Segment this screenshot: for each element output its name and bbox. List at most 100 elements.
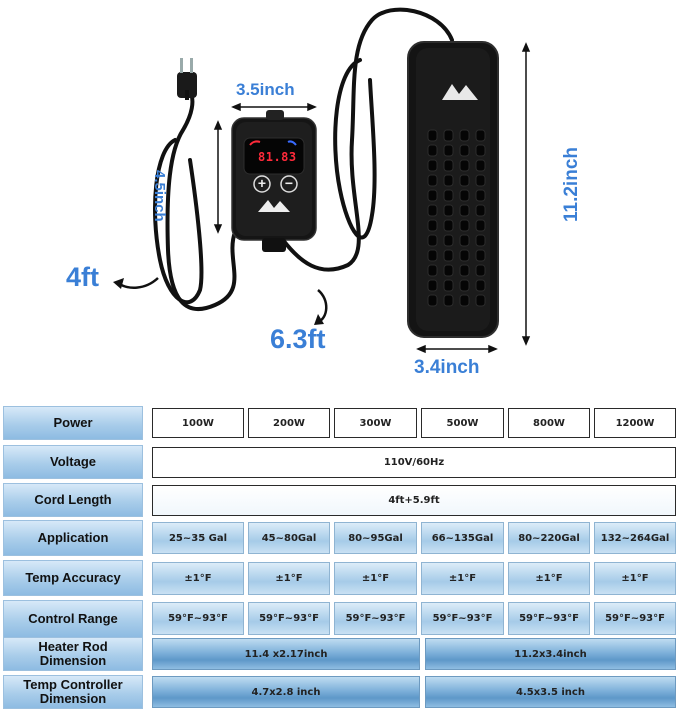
heater-slot <box>459 234 470 247</box>
controller-minus-button: − <box>284 175 294 191</box>
heater-slot <box>459 204 470 217</box>
heater-slot <box>427 234 438 247</box>
heater-slot <box>459 279 470 292</box>
power-cord-loop <box>153 138 204 305</box>
heater-width-label: 3.4inch <box>414 357 480 378</box>
application-cell: 80~220Gal <box>508 522 590 554</box>
control-range-cell: 59°F~93°F <box>152 602 244 635</box>
power-cell: 200W <box>248 408 330 438</box>
temp-accuracy-cell: ±1°F <box>594 562 676 595</box>
heater-slot <box>475 129 486 142</box>
controller-logo <box>258 200 290 212</box>
application-cell: 80~95Gal <box>334 522 417 554</box>
row-voltage: Voltage 110V/60Hz <box>0 445 679 479</box>
power-cell: 1200W <box>594 408 676 438</box>
heater-slot <box>475 264 486 277</box>
application-cell: 45~80Gal <box>248 522 330 554</box>
heater-logo <box>442 84 478 100</box>
spec-table: Power 100W 200W 300W 500W 800W 1200W Vol… <box>0 404 679 711</box>
row-temp-accuracy: Temp Accuracy ±1°F ±1°F ±1°F ±1°F ±1°F ±… <box>0 560 679 596</box>
heater-height-label: 11.2inch <box>561 147 582 222</box>
heater-slot <box>443 249 454 262</box>
heater-slot <box>443 144 454 157</box>
label-voltage: Voltage <box>3 445 143 479</box>
control-range-cell: 59°F~93°F <box>594 602 676 635</box>
heater-slot <box>427 249 438 262</box>
heater-cord <box>281 7 454 272</box>
minus-button-ring <box>280 175 298 193</box>
voltage-cell: 110V/60Hz <box>152 447 676 478</box>
row-power: Power 100W 200W 300W 500W 800W 1200W <box>0 406 679 440</box>
heater-slot <box>443 159 454 172</box>
heater-slot <box>459 219 470 232</box>
heater-slot <box>459 159 470 172</box>
temp-accuracy-cell: ±1°F <box>508 562 590 595</box>
power-plug <box>177 58 197 100</box>
heater-slot <box>427 189 438 202</box>
heater-slot <box>443 279 454 292</box>
label-power: Power <box>3 406 143 440</box>
row-control-range: Control Range 59°F~93°F 59°F~93°F 59°F~9… <box>0 600 679 638</box>
temp-accuracy-cell: ±1°F <box>421 562 504 595</box>
row-heater-rod-dimension: Heater Rod Dimension 11.4 x2.17inch 11.2… <box>0 635 679 671</box>
heater-slot <box>459 144 470 157</box>
heater-slot <box>475 189 486 202</box>
heater-slot <box>427 174 438 187</box>
heater-rod-dimension-cell: 11.2x3.4inch <box>425 638 676 670</box>
application-cell: 132~264Gal <box>594 522 676 554</box>
control-range-cell: 59°F~93°F <box>421 602 504 635</box>
heater-slot <box>443 129 454 142</box>
power-cell: 800W <box>508 408 590 438</box>
heater-slot <box>475 204 486 217</box>
heater-slot <box>427 144 438 157</box>
heater-slot <box>475 249 486 262</box>
temp-controller-dimension-cell: 4.5x3.5 inch <box>425 676 676 708</box>
cord-left-label: 4ft <box>66 262 99 292</box>
heater-slots <box>427 129 486 307</box>
cord-right-label: 6.3ft <box>270 324 326 354</box>
temp-accuracy-cell: ±1°F <box>248 562 330 595</box>
heater-slot <box>475 279 486 292</box>
label-application: Application <box>3 520 143 556</box>
heater-rod <box>407 41 499 338</box>
label-temp-accuracy: Temp Accuracy <box>3 560 143 596</box>
heater-slot <box>459 129 470 142</box>
power-cell: 500W <box>421 408 504 438</box>
heater-slot <box>443 219 454 232</box>
heater-slot <box>427 219 438 232</box>
heater-slot <box>443 264 454 277</box>
temp-controller-dimension-cell: 4.7x2.8 inch <box>152 676 420 708</box>
control-range-cell: 59°F~93°F <box>248 602 330 635</box>
heater-slot <box>443 189 454 202</box>
heater-slot <box>427 279 438 292</box>
heater-cord-loop <box>333 58 377 240</box>
heater-slot <box>427 294 438 307</box>
application-cell: 66~135Gal <box>421 522 504 554</box>
heater-slot <box>443 204 454 217</box>
power-cord <box>165 90 237 312</box>
controller-height-label: 4.5inch <box>151 170 168 222</box>
control-range-cell: 59°F~93°F <box>508 602 590 635</box>
label-temp-controller-dimension: Temp Controller Dimension <box>3 675 143 709</box>
heater-slot <box>427 264 438 277</box>
label-cord-length: Cord Length <box>3 483 143 517</box>
temp-controller <box>231 110 317 252</box>
heater-slot <box>459 174 470 187</box>
row-cord-length: Cord Length 4ft+5.9ft <box>0 483 679 517</box>
heater-slot <box>427 204 438 217</box>
heater-slot <box>459 249 470 262</box>
heater-slot <box>475 144 486 157</box>
heater-slot <box>475 234 486 247</box>
control-range-cell: 59°F~93°F <box>334 602 417 635</box>
controller-width-label: 3.5inch <box>236 80 295 99</box>
temp-accuracy-cell: ±1°F <box>152 562 244 595</box>
heater-slot <box>475 294 486 307</box>
controller-display-readout: 81.83 <box>258 150 297 164</box>
heater-slot <box>459 189 470 202</box>
heater-slot <box>475 174 486 187</box>
heater-slot <box>459 264 470 277</box>
label-heater-rod-dimension: Heater Rod Dimension <box>3 637 143 671</box>
heater-slot <box>459 294 470 307</box>
heater-slot <box>475 219 486 232</box>
heater-slot <box>427 159 438 172</box>
